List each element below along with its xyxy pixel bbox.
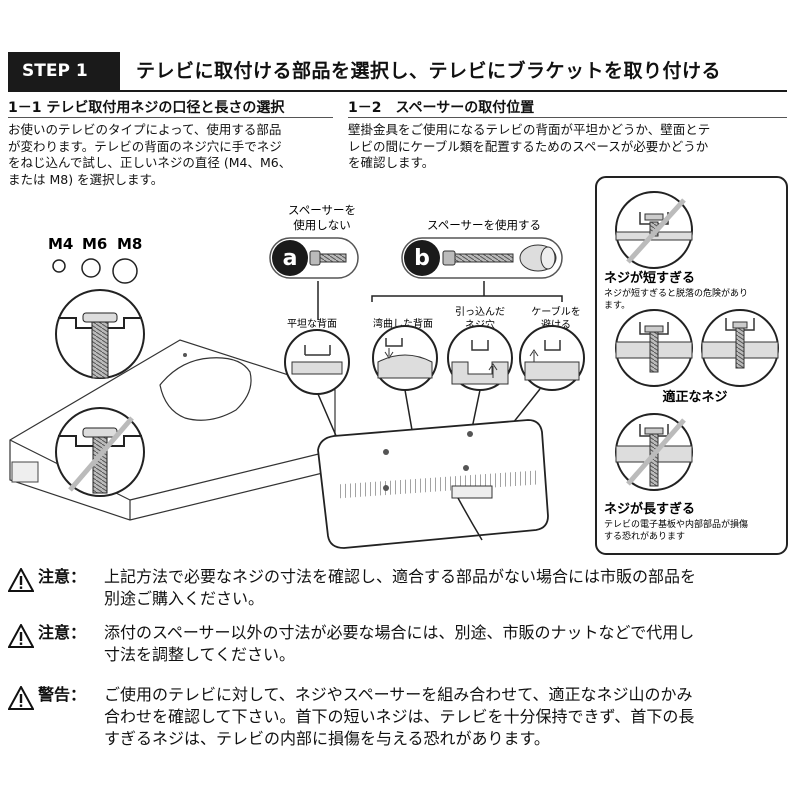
note-text: ご使用のテレビに対して、ネジやスペーサーを組み合わせて、適正なネジ山のかみ 合わ… — [104, 684, 786, 750]
option-a-label-1: スペーサーを — [288, 203, 356, 217]
tv-back-illustration — [317, 419, 549, 549]
note-line: すぎるネジは、テレビの内部に損傷を与える恐れがあります。 — [104, 729, 550, 748]
too-long-desc-1: テレビの電子基板や内部部品が損傷 — [604, 518, 748, 530]
size-m6: M6 — [82, 235, 107, 253]
size-m4: M4 — [48, 235, 73, 253]
section2-body: 壁掛金具をご使用になるテレビの背面が平坦かどうか、壁面とテ レビの間にケーブル類… — [348, 122, 788, 172]
prohibited-slash-icon — [626, 418, 686, 486]
option-b-letter: b — [414, 246, 430, 271]
note-label: 警告： — [38, 685, 87, 704]
hand-illustration — [159, 357, 252, 421]
note-line: ご使用のテレビに対して、ネジやスペーサーを組み合わせて、適正なネジ山のかみ — [104, 685, 693, 704]
prohibited-slash-icon — [68, 416, 134, 492]
m6-hole — [81, 258, 101, 278]
too-short-desc-2: ます。 — [604, 300, 630, 311]
screw-length-panel — [595, 176, 788, 555]
warning-triangle-icon — [8, 624, 34, 648]
correct-screw-detail — [55, 289, 145, 379]
prohibited-slash-icon — [626, 198, 686, 264]
recessed-label-1: 引っ込んだ — [455, 306, 505, 318]
section2-line: レビの間にケーブル類を配置するためのスペースが必要かどうか — [348, 138, 709, 154]
size-m8: M8 — [117, 235, 142, 253]
curved-back-label: 湾曲した背面 — [373, 317, 433, 330]
section1-line: をねじ込んで試し、正しいネジの直径 (M4、M6、 — [8, 155, 292, 170]
section2-heading: 1－2 スペーサーの取付位置 — [348, 100, 535, 116]
step-divider — [8, 90, 787, 92]
curved-back-detail — [372, 325, 438, 391]
warning-triangle-icon — [8, 686, 34, 710]
note-label: 注意： — [38, 623, 87, 642]
warning-triangle-icon — [8, 568, 34, 592]
flat-back-detail — [284, 329, 350, 395]
section1-heading: 1－1 テレビ取付用ネジの口径と長さの選択 — [8, 100, 285, 116]
incorrect-screw-detail — [55, 407, 145, 497]
proper-screw-title: 適正なネジ — [662, 389, 727, 405]
too-short-desc-1: ネジが短すぎると脱落の危険があり — [604, 287, 748, 299]
step-title: テレビに取付ける部品を選択し、テレビにブラケットを取り付ける — [136, 60, 722, 82]
installation-figure: M4 M6 M8 スペーサーを 使用しない a — [9, 176, 788, 555]
step-header: STEP 1 テレビに取付ける部品を選択し、テレビにブラケットを取り付ける — [8, 52, 787, 92]
section1-line: が変わります。テレビの背面のネジ穴に手でネジ — [8, 138, 282, 154]
flat-back-label: 平坦な背面 — [287, 317, 337, 330]
section1-line: または M8) を選択します。 — [8, 171, 164, 187]
cable-label-1: ケーブルを — [531, 305, 580, 318]
note-line: 寸法を調整してください。 — [104, 645, 296, 664]
section1-body: お使いのテレビのタイプによって、使用する部品 が変わります。テレビの背面のネジ穴… — [8, 122, 338, 188]
option-a-screw: a — [269, 237, 359, 279]
too-long-desc-2: する恐れがあります — [604, 530, 685, 542]
note-text: 上記方法で必要なネジの寸法を確認し、適合する部品がない場合には市販の部品を 別途… — [104, 566, 786, 610]
note-line: 別途ご購入ください。 — [104, 589, 265, 608]
option-a-letter: a — [283, 246, 298, 271]
m8-hole — [112, 258, 138, 284]
note-line: 添付のスペーサー以外の寸法が必要な場合には、別途、市販のナットなどで代用し — [104, 623, 695, 642]
option-a-label-2: 使用しない — [293, 218, 351, 232]
note-line: 合わせを確認して下さい。首下の短いネジは、テレビを十分保持できず、首下の長 — [104, 707, 695, 726]
note-line: 上記方法で必要なネジの寸法を確認し、適合する部品がない場合には市販の部品を — [104, 567, 697, 586]
avoid-cable-detail — [519, 325, 585, 391]
option-b-label: スペーサーを使用する — [427, 218, 541, 232]
note-label: 注意： — [38, 567, 87, 586]
section2-line: 壁掛金具をご使用になるテレビの背面が平坦かどうか、壁面とテ — [348, 122, 711, 137]
section2-divider — [348, 117, 787, 118]
too-long-title: ネジが長すぎる — [604, 501, 695, 517]
too-short-title: ネジが短すぎる — [604, 270, 695, 286]
section1-divider — [8, 117, 333, 118]
tv-port — [11, 461, 39, 483]
note-text: 添付のスペーサー以外の寸法が必要な場合には、別途、市販のナットなどで代用し 寸法… — [104, 622, 786, 666]
option-b-screw-spacer: b — [401, 237, 563, 279]
section2-line: を確認します。 — [348, 155, 435, 170]
m4-hole — [52, 259, 66, 273]
recessed-hole-detail — [447, 325, 513, 391]
section1-line: お使いのテレビのタイプによって、使用する部品 — [8, 122, 282, 137]
step-label: STEP 1 — [8, 52, 120, 90]
